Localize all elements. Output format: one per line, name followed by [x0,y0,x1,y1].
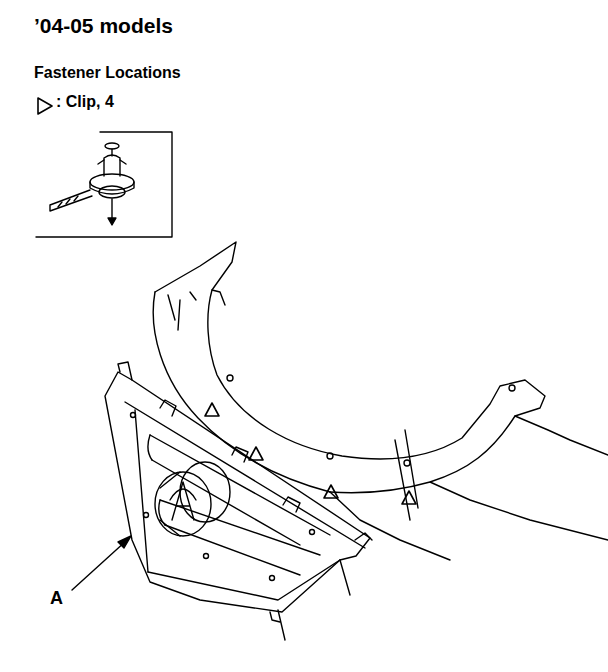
clip-detail [50,143,134,225]
callout-letter: A [50,588,63,609]
bumper-cover [153,242,608,560]
leader-arrowhead [118,536,131,548]
emblem [155,462,230,536]
legend-text: : Clip, 4 [56,93,114,111]
subheading: Fastener Locations [34,64,181,82]
inset-frame [36,132,172,237]
clip-marks [205,403,416,504]
clip-symbol [38,98,52,114]
grille-assembly [105,362,372,640]
section-title: ’04-05 models [34,14,173,38]
leader-line [72,541,126,590]
